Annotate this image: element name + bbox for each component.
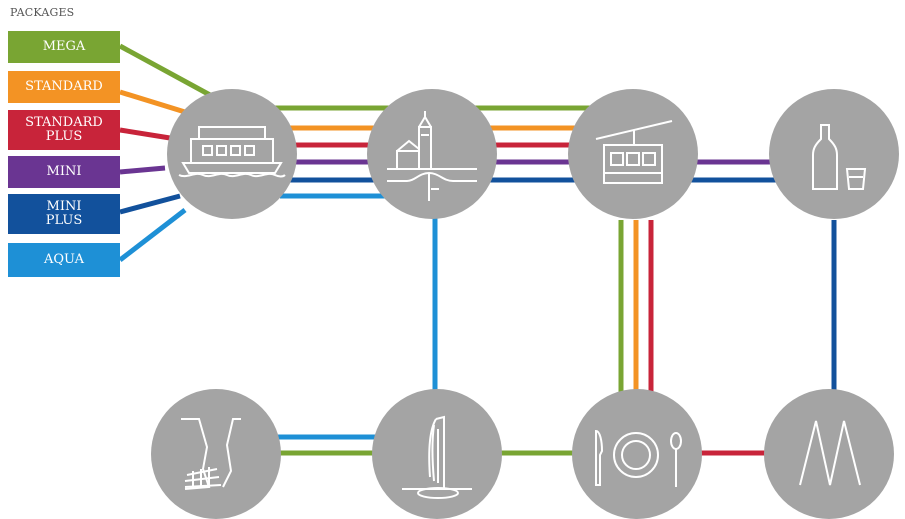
boat-icon xyxy=(178,126,286,178)
package-standard-plus[interactable]: STANDARD PLUS xyxy=(8,110,120,150)
boat-node[interactable] xyxy=(167,89,297,219)
plate-cutlery-icon xyxy=(595,429,682,487)
package-aqua[interactable]: AQUA xyxy=(8,243,120,277)
church-bridge-node[interactable] xyxy=(367,89,497,219)
package-standard-plus-label-2: PLUS xyxy=(45,129,83,144)
cable-car-icon xyxy=(595,120,673,184)
package-mini-plus-label-1: MINI xyxy=(46,199,82,214)
dining-node[interactable] xyxy=(572,389,702,519)
mega-connector xyxy=(118,43,212,98)
cable-car-node[interactable] xyxy=(568,89,698,219)
mountain-peaks-icon xyxy=(799,420,861,486)
church-bridge-icon xyxy=(387,111,477,201)
packages-title: PACKAGES xyxy=(10,6,75,19)
stdplus-connector xyxy=(119,127,171,141)
package-standard[interactable]: STANDARD xyxy=(8,71,120,103)
waterfall-icon xyxy=(402,415,472,499)
package-mini[interactable]: MINI xyxy=(8,156,120,188)
package-mini-plus-label-2: PLUS xyxy=(45,213,83,228)
mini-connector xyxy=(119,165,166,175)
package-aqua-label: AQUA xyxy=(44,252,84,267)
package-mega[interactable]: MEGA xyxy=(8,31,120,63)
package-standard-plus-label-1: STANDARD xyxy=(25,115,103,130)
bottle-glass-icon xyxy=(812,124,867,190)
package-mega-label: MEGA xyxy=(42,39,86,54)
package-mini-label: MINI xyxy=(46,164,82,179)
gorge-icon xyxy=(181,418,241,490)
waterfall-node[interactable] xyxy=(372,389,502,519)
package-mini-plus[interactable]: MINI PLUS xyxy=(8,194,120,234)
gorge-node[interactable] xyxy=(151,389,281,519)
wine-glass-node[interactable] xyxy=(769,89,899,219)
miniplus-connector xyxy=(119,193,181,215)
aqua-connector xyxy=(118,208,187,262)
standard-connector xyxy=(119,89,186,115)
mountain-node[interactable] xyxy=(764,389,894,519)
package-standard-label: STANDARD xyxy=(25,79,103,94)
